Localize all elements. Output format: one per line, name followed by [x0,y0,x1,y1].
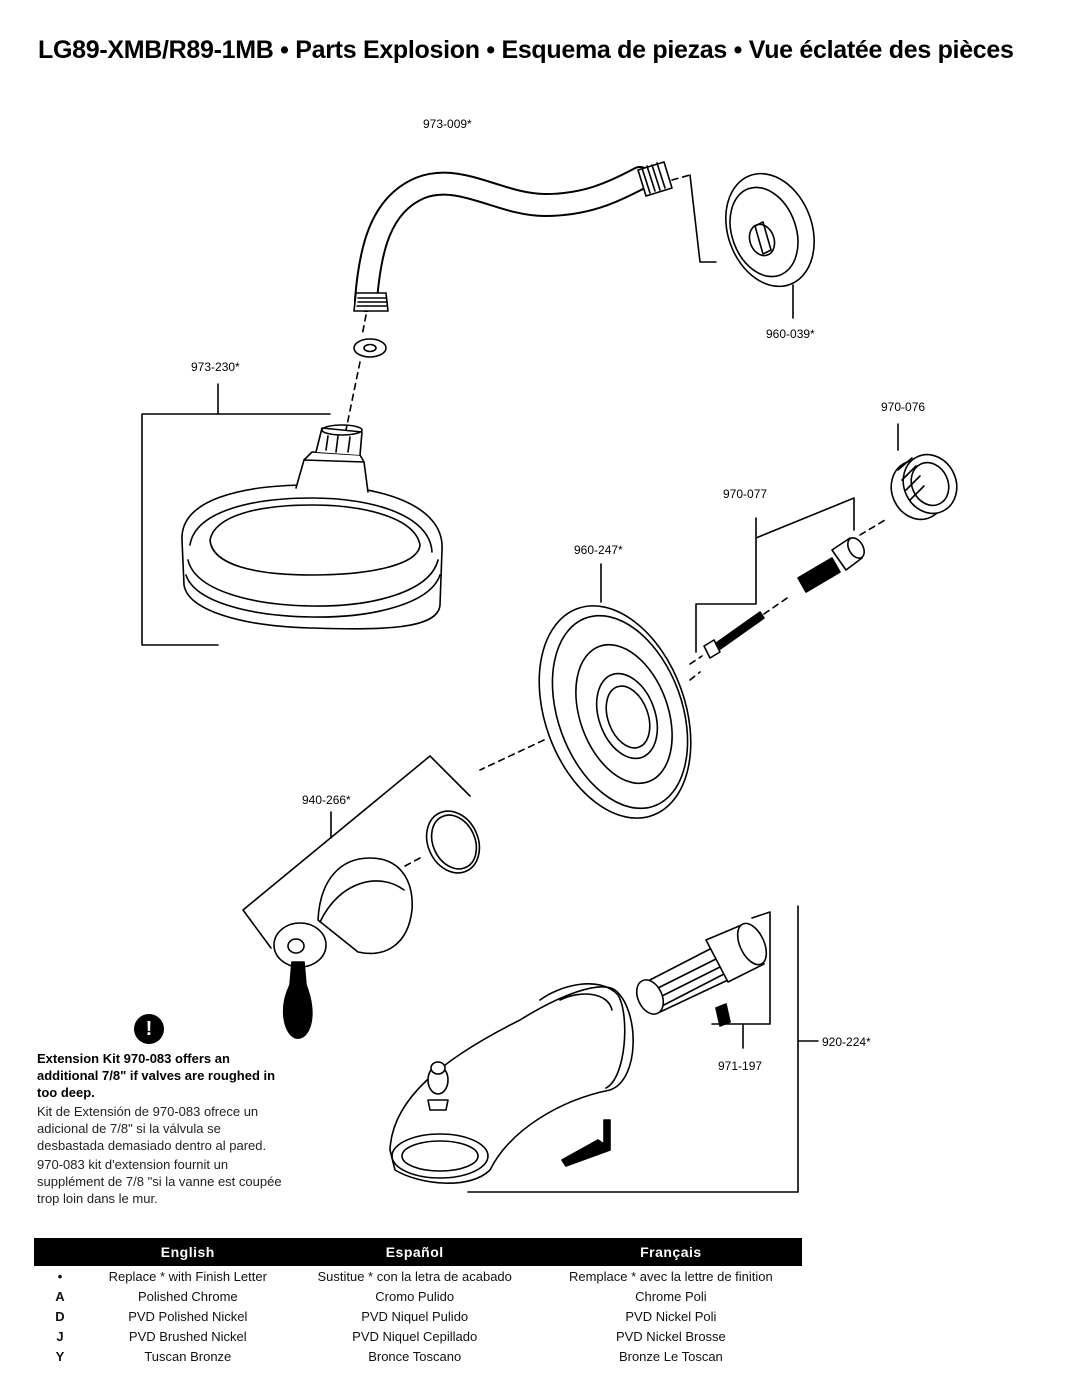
label-shower-head: 973-230* [191,360,240,374]
table-row: • Replace * with Finish Letter Sustitue … [34,1266,802,1286]
finish-table-header: English Español Français [34,1238,802,1266]
shower-head-drawing [181,424,443,630]
finish-english: Polished Chrome [137,1288,238,1304]
spout-drawing [389,983,634,1184]
finish-english: Replace * with Finish Letter [108,1268,267,1284]
finish-code: • [57,1268,63,1284]
label-escutcheon: 960-247* [574,543,623,557]
finish-spanish: Bronce Toscano [368,1348,462,1364]
table-row: D PVD Polished Nickel PVD Niquel Pulido … [34,1306,802,1326]
label-spout-kit: 920-224* [822,1035,871,1049]
finish-spanish: Cromo Pulido [375,1288,455,1304]
finish-french: Remplace * avec la lettre de finition [568,1268,773,1284]
table-row: A Polished Chrome Cromo Pulido Chrome Po… [34,1286,802,1306]
label-arm-flange: 960-039* [766,327,815,341]
label-shower-arm: 973-009* [423,117,472,131]
header-code [34,1238,86,1266]
finish-english: Tuscan Bronze [144,1348,232,1364]
finish-spanish: PVD Niquel Pulido [361,1308,469,1324]
label-screw-set: 970-077 [723,487,767,501]
shower-arm-drawing [353,161,673,312]
note-spanish: Kit de Extensión de 970-083 ofrece un ad… [37,1104,267,1153]
header-spanish: Español [289,1238,540,1266]
header-french: Français [539,1238,802,1266]
label-handle: 940-266* [302,793,351,807]
o-ring-drawing [425,810,481,874]
arm-flange-drawing [725,172,815,288]
note-french: 970-083 kit d'extension fournit un suppl… [37,1157,282,1206]
finish-code: D [55,1308,65,1324]
finish-french: PVD Nickel Poli [625,1308,717,1324]
finish-french: PVD Nickel Brosse [615,1328,726,1344]
note-english: Extension Kit 970-083 offers an addition… [37,1051,276,1100]
finish-table: English Español Français • Replace * wit… [34,1238,802,1366]
washer-drawing [353,338,387,358]
finish-english: PVD Polished Nickel [128,1308,248,1324]
finish-code: Y [55,1348,65,1364]
finish-code: J [56,1328,64,1344]
warning-icon: ! [134,1014,164,1044]
handle-drawing [273,857,413,1039]
page-title: LG89-XMB/R89-1MB • Parts Explosion • Esq… [38,36,1014,64]
finish-spanish: Sustitue * con la letra de acabado [317,1268,512,1284]
table-row: Y Tuscan Bronze Bronce Toscano Bronze Le… [34,1346,802,1366]
finish-english: PVD Brushed Nickel [128,1328,247,1344]
extension-kit-note: Extension Kit 970-083 offers an addition… [37,1050,287,1207]
adapter-drawing [890,453,958,521]
header-english: English [86,1238,290,1266]
table-row: J PVD Brushed Nickel PVD Niquel Cepillad… [34,1326,802,1346]
finish-code: A [55,1288,65,1304]
cartridge-drawing [635,922,768,1027]
screw-set-drawing [703,537,865,659]
label-adapter: 970-076 [881,400,925,414]
finish-french: Bronze Le Toscan [618,1348,723,1364]
finish-spanish: PVD Niquel Cepillado [352,1328,478,1344]
escutcheon-drawing [538,605,692,819]
label-cartridge: 971-197 [718,1059,762,1073]
finish-french: Chrome Poli [635,1288,707,1304]
